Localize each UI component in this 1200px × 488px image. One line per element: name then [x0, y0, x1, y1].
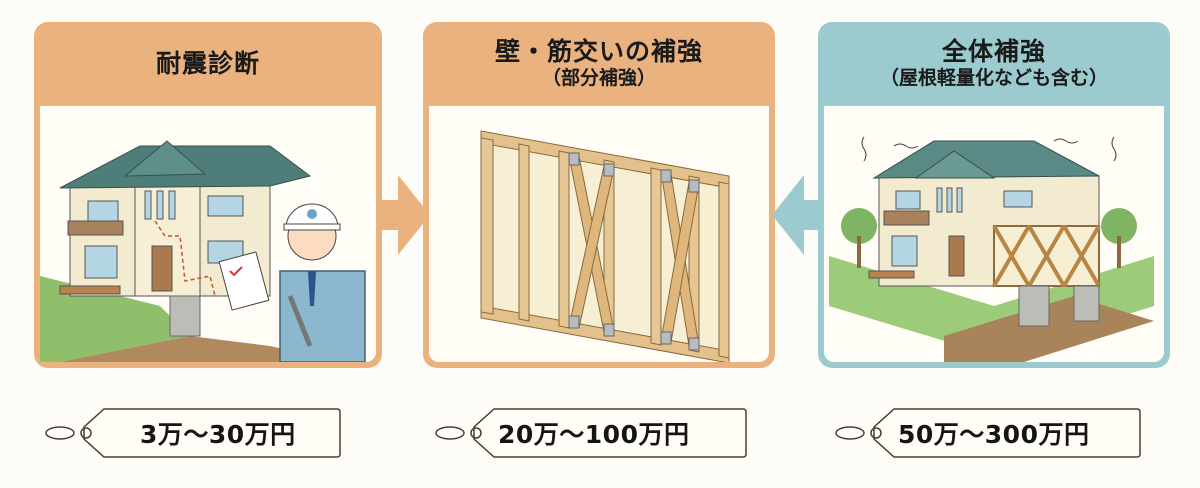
card-subtitle: （屋根軽量化なども含む） — [879, 66, 1108, 89]
card-header: 全体補強 （屋根軽量化なども含む） — [818, 22, 1170, 106]
price-tag: 20万〜100万円 — [432, 405, 748, 461]
price-tag: 3万〜30万円 — [42, 405, 342, 461]
price-range: 3万〜30万円 — [140, 420, 296, 449]
card-header: 壁・筋交いの補強 （部分補強） — [423, 22, 775, 106]
arrow-right-icon — [382, 175, 430, 255]
card-illustration-area — [824, 106, 1164, 362]
card-header: 耐震診断 — [34, 22, 382, 106]
price-tag-icon — [45, 408, 341, 458]
card-title: 全体補強 — [941, 37, 1046, 67]
card-subtitle: （部分補強） — [541, 66, 656, 89]
card-title: 耐震診断 — [155, 48, 260, 78]
price-tag-icon — [435, 408, 747, 458]
price-tag: 50万〜300万円 — [832, 405, 1142, 461]
step-card-full-reinforcement: 全体補強 （屋根軽量化なども含む） — [818, 22, 1170, 368]
wall-brace-frame-illustration — [480, 130, 730, 362]
card-illustration-area — [40, 106, 376, 362]
step-card-seismic-diagnosis: 耐震診断 — [34, 22, 382, 368]
price-tag-icon — [835, 408, 1141, 458]
house-inspection-illustration — [40, 140, 366, 362]
card-title: 壁・筋交いの補強 — [494, 37, 703, 67]
card-illustration-area — [429, 106, 769, 362]
step-card-partial-reinforcement: 壁・筋交いの補強 （部分補強） — [423, 22, 775, 368]
arrow-left-icon — [772, 175, 820, 255]
price-range: 20万〜100万円 — [498, 420, 690, 449]
full-reinforcement-house-illustration — [829, 136, 1154, 362]
price-range: 50万〜300万円 — [898, 420, 1090, 449]
